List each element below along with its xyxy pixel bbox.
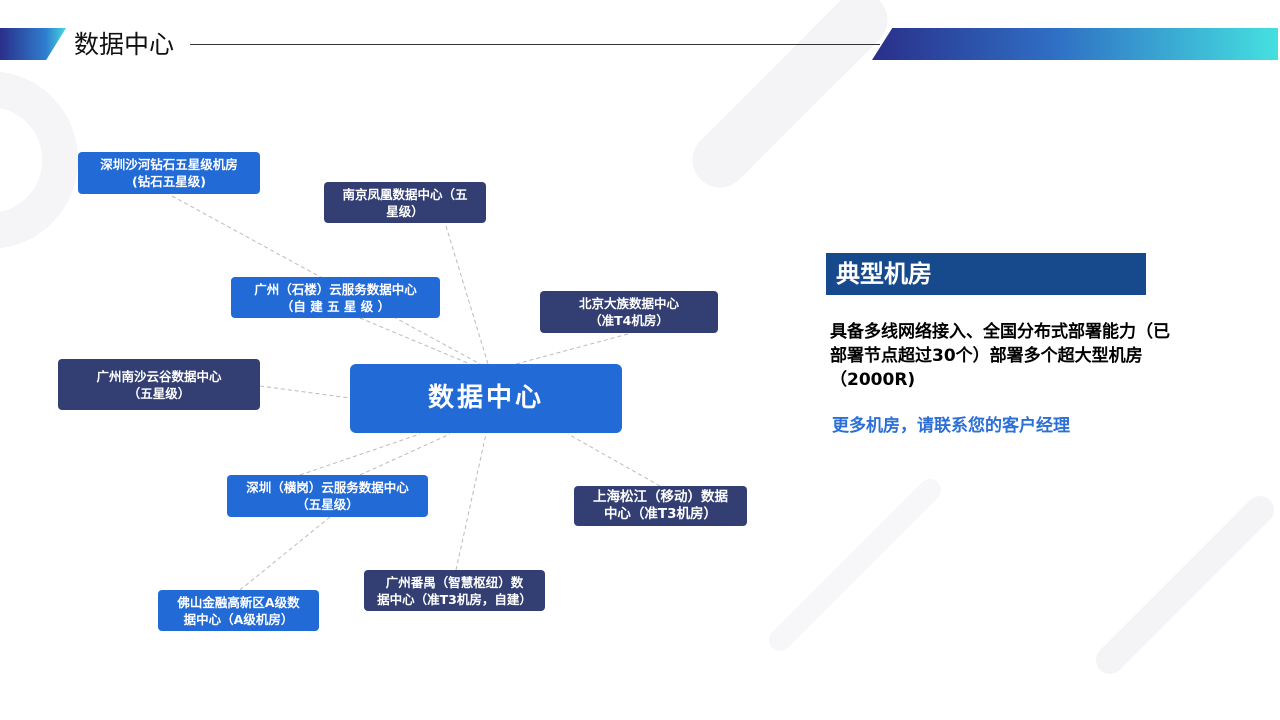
node-label: （五星级） [127,385,191,401]
center-node: 数据中心 [350,364,622,433]
node-shenzhen-henggang: 深圳（横岗）云服务数据中心 （五星级） [227,475,428,517]
node-label: 中心（准T3机房） [603,506,718,522]
node-label: 南京凤凰数据中心（五 [342,186,468,202]
node-label: 佛山金融高新区A级数 [177,594,300,610]
node-label: 上海松江（移动）数据 [593,489,728,505]
node-label: 深圳（横岗）云服务数据中心 [246,480,409,495]
contact-note: 更多机房，请联系您的客户经理 [832,416,1070,436]
decor-stroke [692,0,888,188]
node-label: （自 建 五 星 级 ） [280,298,391,314]
node-label: 广州（石楼）云服务数据中心 [254,281,417,297]
node-label: （准T4机房） [589,313,669,328]
node-label: 星级） [386,203,424,219]
node-shanghai-songjiang: 上海松江（移动）数据中心（准T3机房） [574,486,747,526]
side-heading: 典型机房 [826,253,1146,295]
node-guangzhou-nansha: 广州南沙云谷数据中心（五星级） [58,359,260,410]
node-label: 据中心（准T3机房，自建） [377,591,532,607]
decor-ring [0,72,79,248]
decor-stroke [1096,496,1274,674]
node-label: 广州南沙云谷数据中心 [96,368,222,384]
node-nanjing-fenghuang: 南京凤凰数据中心（五星级） [324,182,486,223]
header-right-band [872,28,1278,60]
node-label: 深圳沙河钻石五星级机房 [100,157,238,172]
side-description: 具备多线网络接入、全国分布式部署能力（已部署节点超过30个）部署多个超大型机房（… [830,322,1170,390]
node-guangzhou-shilou: 广州（石楼）云服务数据中心（自 建 五 星 级 ） [231,277,440,318]
node-label: 据中心（A级机房） [183,611,294,627]
node-label: 广州番禺（智慧枢纽）数 [385,574,524,590]
header-rule [190,44,880,45]
node-guangzhou-panyu: 广州番禺（智慧枢纽）数据中心（准T3机房，自建） [364,570,545,611]
page-title: 数据中心 [74,30,175,59]
node-beijing-dazu: 北京大族数据中心 （准T4机房） [540,291,718,333]
node-foshan: 佛山金融高新区A级数据中心（A级机房） [158,590,319,631]
node-label: 北京大族数据中心 [578,296,679,311]
node-shenzhen-shahe: 深圳沙河钻石五星级机房 (钻石五星级) [78,152,260,194]
node-label: (钻石五星级) [132,174,206,189]
decor-stroke [769,479,941,651]
node-label: （五星级） [296,497,359,512]
